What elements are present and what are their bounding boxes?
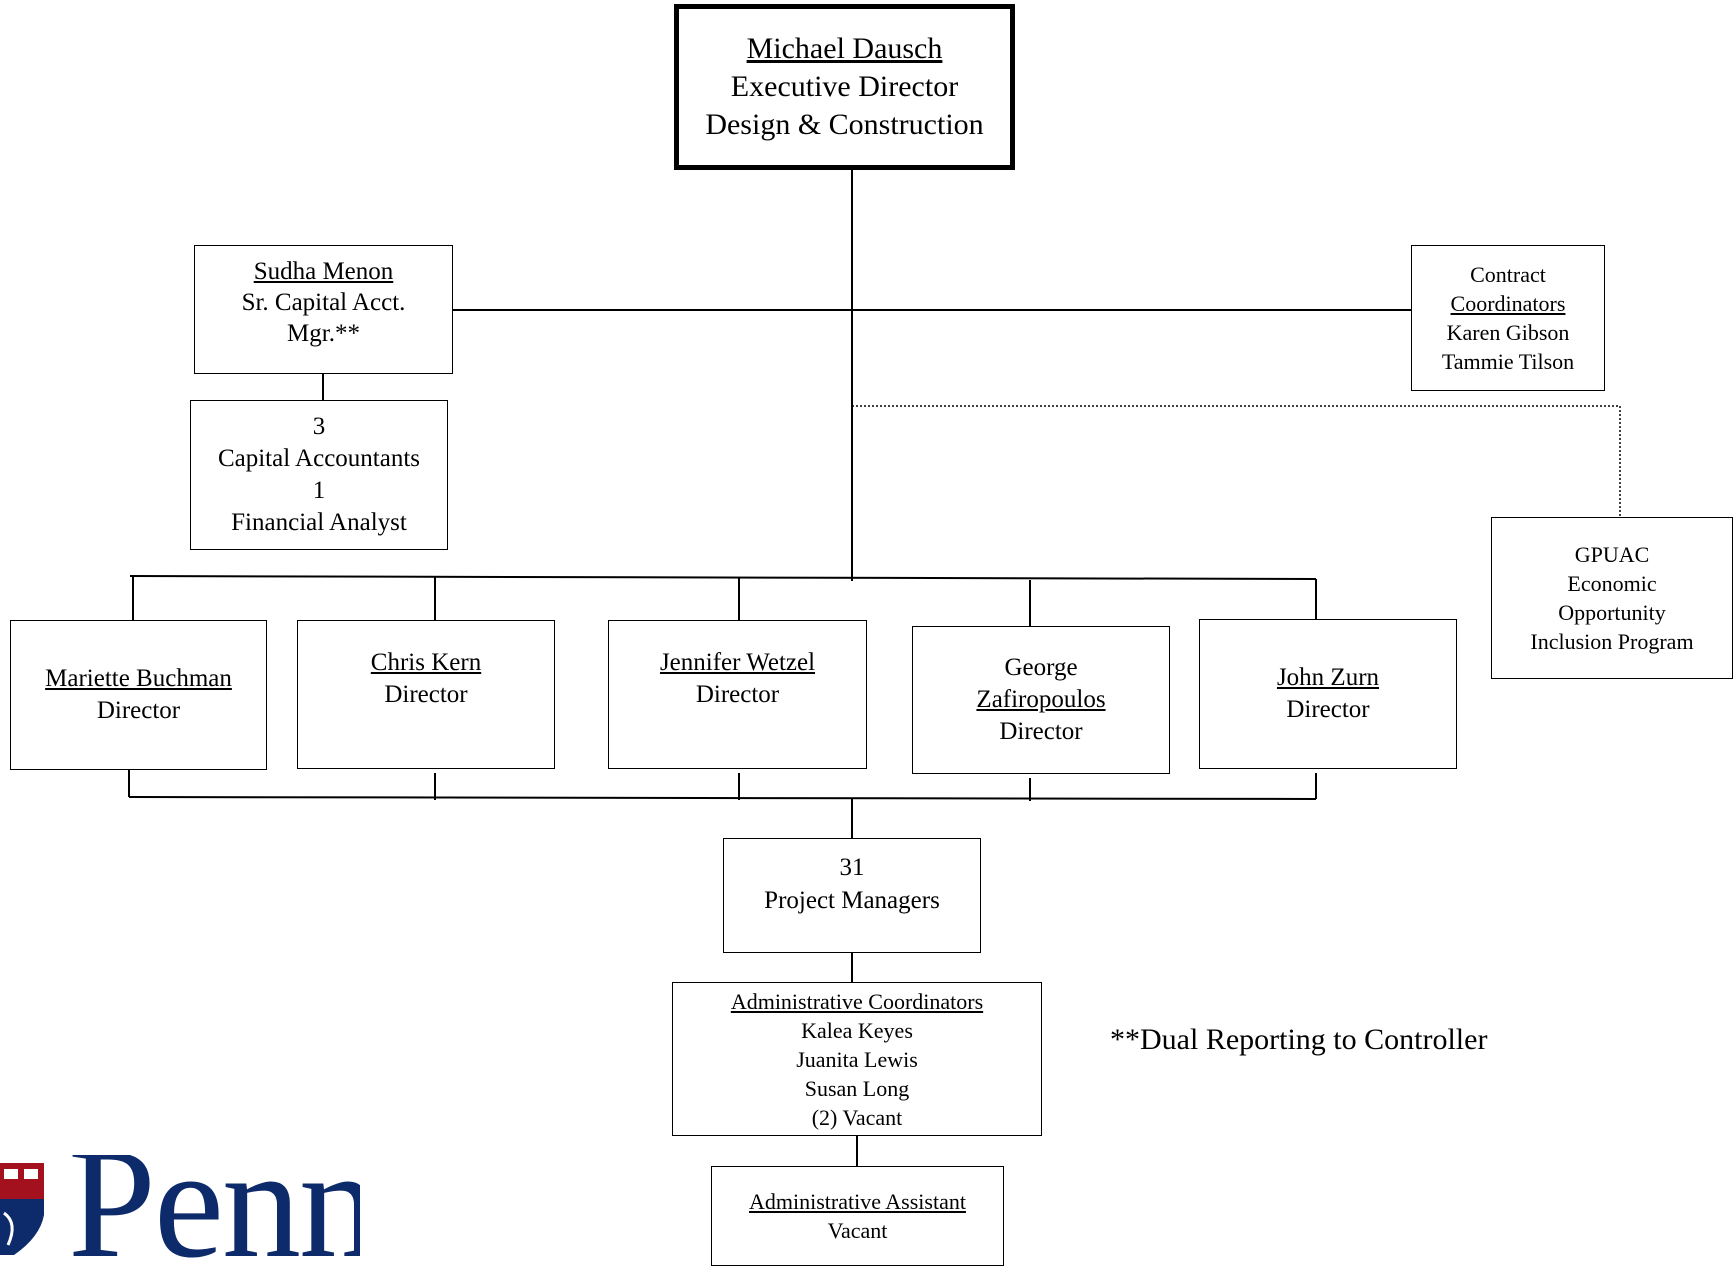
financial-analyst-role: Financial Analyst	[231, 509, 407, 536]
admin-assistant-status: Vacant	[827, 1218, 888, 1243]
capital-manager-box: Sudha Menon Sr. Capital Acct. Mgr.**	[194, 245, 453, 374]
director-title: Director	[695, 681, 780, 708]
admin-coordinators-box: Administrative Coordinators Kalea Keyes …	[672, 982, 1042, 1136]
admin-assistant-box: Administrative Assistant Vacant	[711, 1166, 1004, 1266]
executive-dept: Design & Construction	[705, 108, 984, 141]
dual-reporting-footnote: **Dual Reporting to Controller	[1110, 1023, 1488, 1056]
director-name-last: Zafiropoulos	[976, 686, 1106, 713]
capital-accountants-count: 3	[312, 413, 326, 440]
contract-member: Karen Gibson	[1446, 320, 1570, 345]
executive-director-box: Michael Dausch Executive Director Design…	[674, 4, 1015, 170]
executive-name: Michael Dausch	[746, 32, 943, 65]
project-managers-count: 31	[839, 854, 865, 881]
executive-title: Executive Director	[730, 70, 959, 103]
admin-coordinator-member: Kalea Keyes	[801, 1017, 913, 1043]
director-name: Chris Kern	[370, 649, 482, 676]
capital-manager-title-line1: Sr. Capital Acct.	[241, 289, 406, 316]
director-name: Jennifer Wetzel	[659, 649, 816, 676]
financial-analyst-count: 1	[312, 477, 326, 504]
director-name-first: George	[1004, 654, 1078, 681]
capital-manager-name: Sudha Menon	[253, 258, 394, 285]
admin-coordinator-member: (2) Vacant	[811, 1104, 903, 1130]
contract-coordinators-heading: Coordinators	[1450, 291, 1566, 316]
admin-coordinator-member: Susan Long	[804, 1075, 910, 1101]
director-title: Director	[1286, 696, 1370, 723]
project-managers-box: 31 Project Managers	[723, 838, 981, 953]
director-title: Director	[384, 681, 468, 708]
director-title: Director	[96, 697, 181, 724]
capital-manager-title-line2: Mgr.**	[287, 320, 360, 347]
capital-team-box: 3 Capital Accountants 1 Financial Analys…	[190, 400, 448, 550]
penn-logo: Penn	[0, 1155, 360, 1259]
director-box-wetzel: Jennifer Wetzel Director	[608, 620, 867, 769]
gpuac-line: GPUAC	[1574, 542, 1650, 567]
director-box-zurn: John Zurn Director	[1199, 619, 1457, 769]
contract-label: Contract	[1470, 262, 1546, 287]
penn-logo-text: Penn	[68, 1155, 360, 1259]
director-name: Mariette Buchman	[45, 665, 232, 692]
project-managers-role: Project Managers	[764, 887, 940, 914]
gpuac-box: GPUAC Economic Opportunity Inclusion Pro…	[1491, 517, 1733, 679]
director-box-kern: Chris Kern Director	[297, 620, 555, 769]
director-box-zafiropoulos: George Zafiropoulos Director	[912, 626, 1170, 774]
penn-shield-icon	[0, 1163, 44, 1255]
admin-coordinators-heading: Administrative Coordinators	[730, 988, 984, 1014]
contract-member: Tammie Tilson	[1441, 349, 1575, 374]
admin-assistant-heading: Administrative Assistant	[749, 1189, 966, 1214]
director-box-buchman: Mariette Buchman Director	[10, 620, 267, 770]
admin-coordinator-member: Juanita Lewis	[796, 1046, 918, 1072]
capital-accountants-role: Capital Accountants	[217, 445, 421, 472]
gpuac-line: Inclusion Program	[1530, 629, 1694, 654]
contract-coordinators-box: Contract Coordinators Karen Gibson Tammi…	[1411, 245, 1605, 391]
director-name: John Zurn	[1276, 664, 1380, 691]
gpuac-line: Economic	[1567, 571, 1657, 596]
director-title: Director	[999, 718, 1083, 745]
gpuac-line: Opportunity	[1558, 600, 1666, 625]
